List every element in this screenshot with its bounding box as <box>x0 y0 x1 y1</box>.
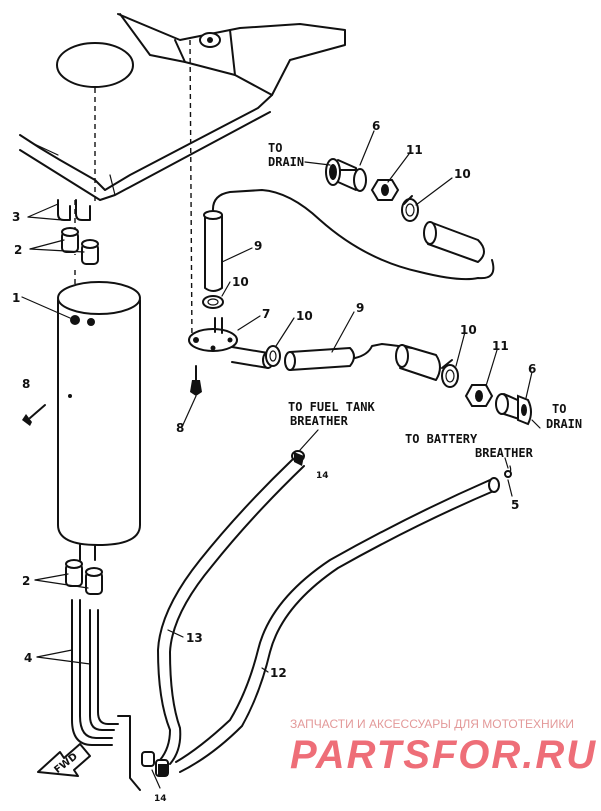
callout-10-right: 10 <box>460 323 477 337</box>
watermark-tagline: ЗАПЧАСТИ И АКСЕССУАРЫ ДЛЯ МОТОТЕХНИКИ <box>290 717 574 731</box>
nut-11-top <box>370 179 400 201</box>
clamp-3 <box>57 199 91 221</box>
callout-6-top: 6 <box>372 119 380 133</box>
watermark: ЗАПЧАСТИ И АКСЕССУАРЫ ДЛЯ МОТОТЕХНИКИ PA… <box>290 717 597 777</box>
clamp-10-right <box>441 359 459 388</box>
callout-14-top: 14 <box>316 471 329 481</box>
to-drain-right-line2: DRAIN <box>546 417 582 431</box>
pipes-4 <box>71 599 119 746</box>
callout-11-right: 11 <box>492 339 509 353</box>
hose-13 <box>157 459 305 765</box>
callout-12: 12 <box>270 666 287 680</box>
grommets-2-bottom <box>65 559 103 595</box>
fuel-tank-breather-line1: TO FUEL TANK <box>288 400 375 414</box>
callout-3: 3 <box>12 210 20 224</box>
frame-panel <box>19 13 346 201</box>
fitting-6-right <box>495 393 532 426</box>
callout-5: 5 <box>511 498 519 512</box>
callout-10-mid: 10 <box>296 309 313 323</box>
callout-8-center: 8 <box>176 421 184 435</box>
hose-short-mid <box>395 344 441 381</box>
leader-lines <box>21 130 541 789</box>
callout-9-mid: 9 <box>356 301 364 315</box>
fuel-tank-breather-line2: BREATHER <box>290 414 349 428</box>
battery-breather-line2: BREATHER <box>475 446 534 460</box>
to-drain-right-line1: TO <box>552 402 566 416</box>
hose-9-mid <box>284 343 413 371</box>
clamp-10-top <box>401 195 419 222</box>
canister-1 <box>57 281 141 561</box>
callout-11-top: 11 <box>406 143 423 157</box>
destination-labels: TO DRAIN TO DRAIN TO FUEL TANK BREATHER … <box>268 141 582 460</box>
callouts: 3 2 1 8 2 4 6 11 10 9 10 7 10 9 10 11 6 … <box>12 119 536 804</box>
callout-4: 4 <box>24 651 32 665</box>
callout-13: 13 <box>186 631 203 645</box>
callout-8-left: 8 <box>22 377 30 391</box>
to-drain-left-line1: TO <box>268 141 282 155</box>
battery-breather-line1: TO BATTERY <box>405 432 478 446</box>
callout-1: 1 <box>12 291 20 305</box>
drain-hose-9-upper <box>203 189 495 292</box>
callout-10-top: 10 <box>454 167 471 181</box>
callout-14-bottom: 14 <box>154 794 167 804</box>
grommets-2-top <box>61 227 99 265</box>
clip-14-top <box>291 450 305 466</box>
nut-11-right <box>464 384 494 407</box>
callout-10-upper-left: 10 <box>232 275 249 289</box>
callout-7: 7 <box>262 307 270 321</box>
joint-7 <box>188 317 274 369</box>
to-drain-left-line2: DRAIN <box>268 155 304 169</box>
callout-2-top: 2 <box>14 243 22 257</box>
screw-8-left <box>22 404 46 426</box>
watermark-brand: PARTSFOR.RU <box>290 733 597 777</box>
hose-12 <box>175 477 500 773</box>
clip-14-bottom <box>141 751 169 777</box>
callout-9-upper: 9 <box>254 239 262 253</box>
screw-8-center <box>190 365 202 396</box>
clamp-10-upper-left <box>202 295 224 309</box>
callout-2-bottom: 2 <box>22 574 30 588</box>
clip-5 <box>504 465 512 478</box>
fwd-indicator: FWD <box>37 715 141 791</box>
clamp-10-mid <box>265 345 281 367</box>
hose-short-top <box>423 221 485 263</box>
callout-6-right: 6 <box>528 362 536 376</box>
